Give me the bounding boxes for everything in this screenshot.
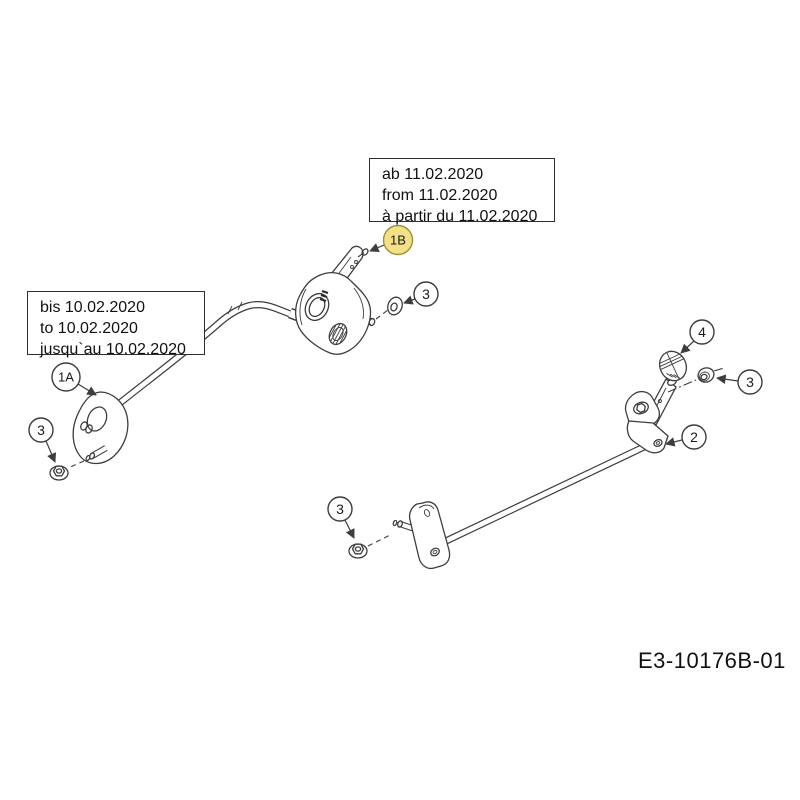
callout-3-center-label: 3 bbox=[422, 286, 430, 302]
callout-3-center[interactable]: 3 bbox=[413, 281, 439, 307]
validity-note-until: bis 10.02.2020 to 10.02.2020 jusqu`au 10… bbox=[27, 291, 205, 358]
note-from-line-en: from 11.02.2020 bbox=[382, 187, 498, 204]
leader-line-1b bbox=[369, 243, 385, 253]
callout-1b-circle[interactable] bbox=[382, 224, 414, 256]
assembly-axis-dashed-left bbox=[67, 460, 85, 469]
note-until-line-en: to 10.02.2020 bbox=[40, 320, 138, 337]
washer-right bbox=[697, 367, 715, 383]
leader-line-1a bbox=[77, 383, 97, 396]
callout-1a[interactable]: 1A bbox=[51, 362, 81, 392]
leader-line-3-right bbox=[716, 374, 739, 384]
note-from-line-de: ab 11.02.2020 bbox=[382, 166, 484, 183]
note-from-line-fr: à partir du 11.02.2020 bbox=[382, 208, 538, 225]
validity-note-from: ab 11.02.2020 from 11.02.2020 à partir d… bbox=[369, 158, 555, 225]
callout-1a-label: 1A bbox=[58, 370, 74, 385]
leader-line-3-center bbox=[403, 295, 416, 305]
assembly-axis-dashed-bottom bbox=[367, 533, 393, 547]
assembly-axis-dashed-center bbox=[375, 309, 389, 320]
bottom-axle-bracket bbox=[392, 501, 451, 570]
callout-2-label: 2 bbox=[690, 429, 698, 445]
callout-2[interactable]: 2 bbox=[681, 424, 707, 450]
note-until-line-de: bis 10.02.2020 bbox=[40, 299, 145, 316]
callout-3-bottom-label: 3 bbox=[336, 501, 344, 517]
callout-3-left[interactable]: 3 bbox=[28, 417, 54, 443]
note-until-line-fr: jusqu`au 10.02.2020 bbox=[40, 341, 186, 358]
flange-nut-left bbox=[49, 465, 69, 481]
leader-line-3-bottom bbox=[344, 519, 355, 539]
callout-1b-label: 1B bbox=[390, 233, 406, 248]
callout-3-right[interactable]: 3 bbox=[737, 369, 763, 395]
center-lever-assembly-part-1b bbox=[294, 245, 376, 355]
assembly-axis-dashdot-right bbox=[667, 367, 725, 393]
washer-center bbox=[387, 296, 403, 316]
callout-3-bottom[interactable]: 3 bbox=[327, 496, 353, 522]
right-adjuster-lever-part-2 bbox=[624, 378, 677, 454]
drawing-number: E3-10176B-01 bbox=[638, 648, 786, 673]
callout-3-left-label: 3 bbox=[37, 422, 45, 438]
callout-4-label: 4 bbox=[698, 324, 706, 340]
left-axle-plate-part-1a bbox=[72, 391, 129, 465]
callout-3-right-label: 3 bbox=[746, 374, 754, 390]
leader-line-4 bbox=[680, 340, 695, 354]
rear-axle-rod bbox=[444, 441, 650, 545]
flange-nut-bottom bbox=[348, 543, 368, 559]
leader-line-3-left bbox=[45, 440, 57, 463]
callout-1b[interactable]: 1B bbox=[382, 224, 414, 256]
adjuster-knob-part-4 bbox=[658, 350, 688, 382]
callout-4[interactable]: 4 bbox=[689, 319, 715, 345]
leader-line-2 bbox=[665, 437, 683, 447]
